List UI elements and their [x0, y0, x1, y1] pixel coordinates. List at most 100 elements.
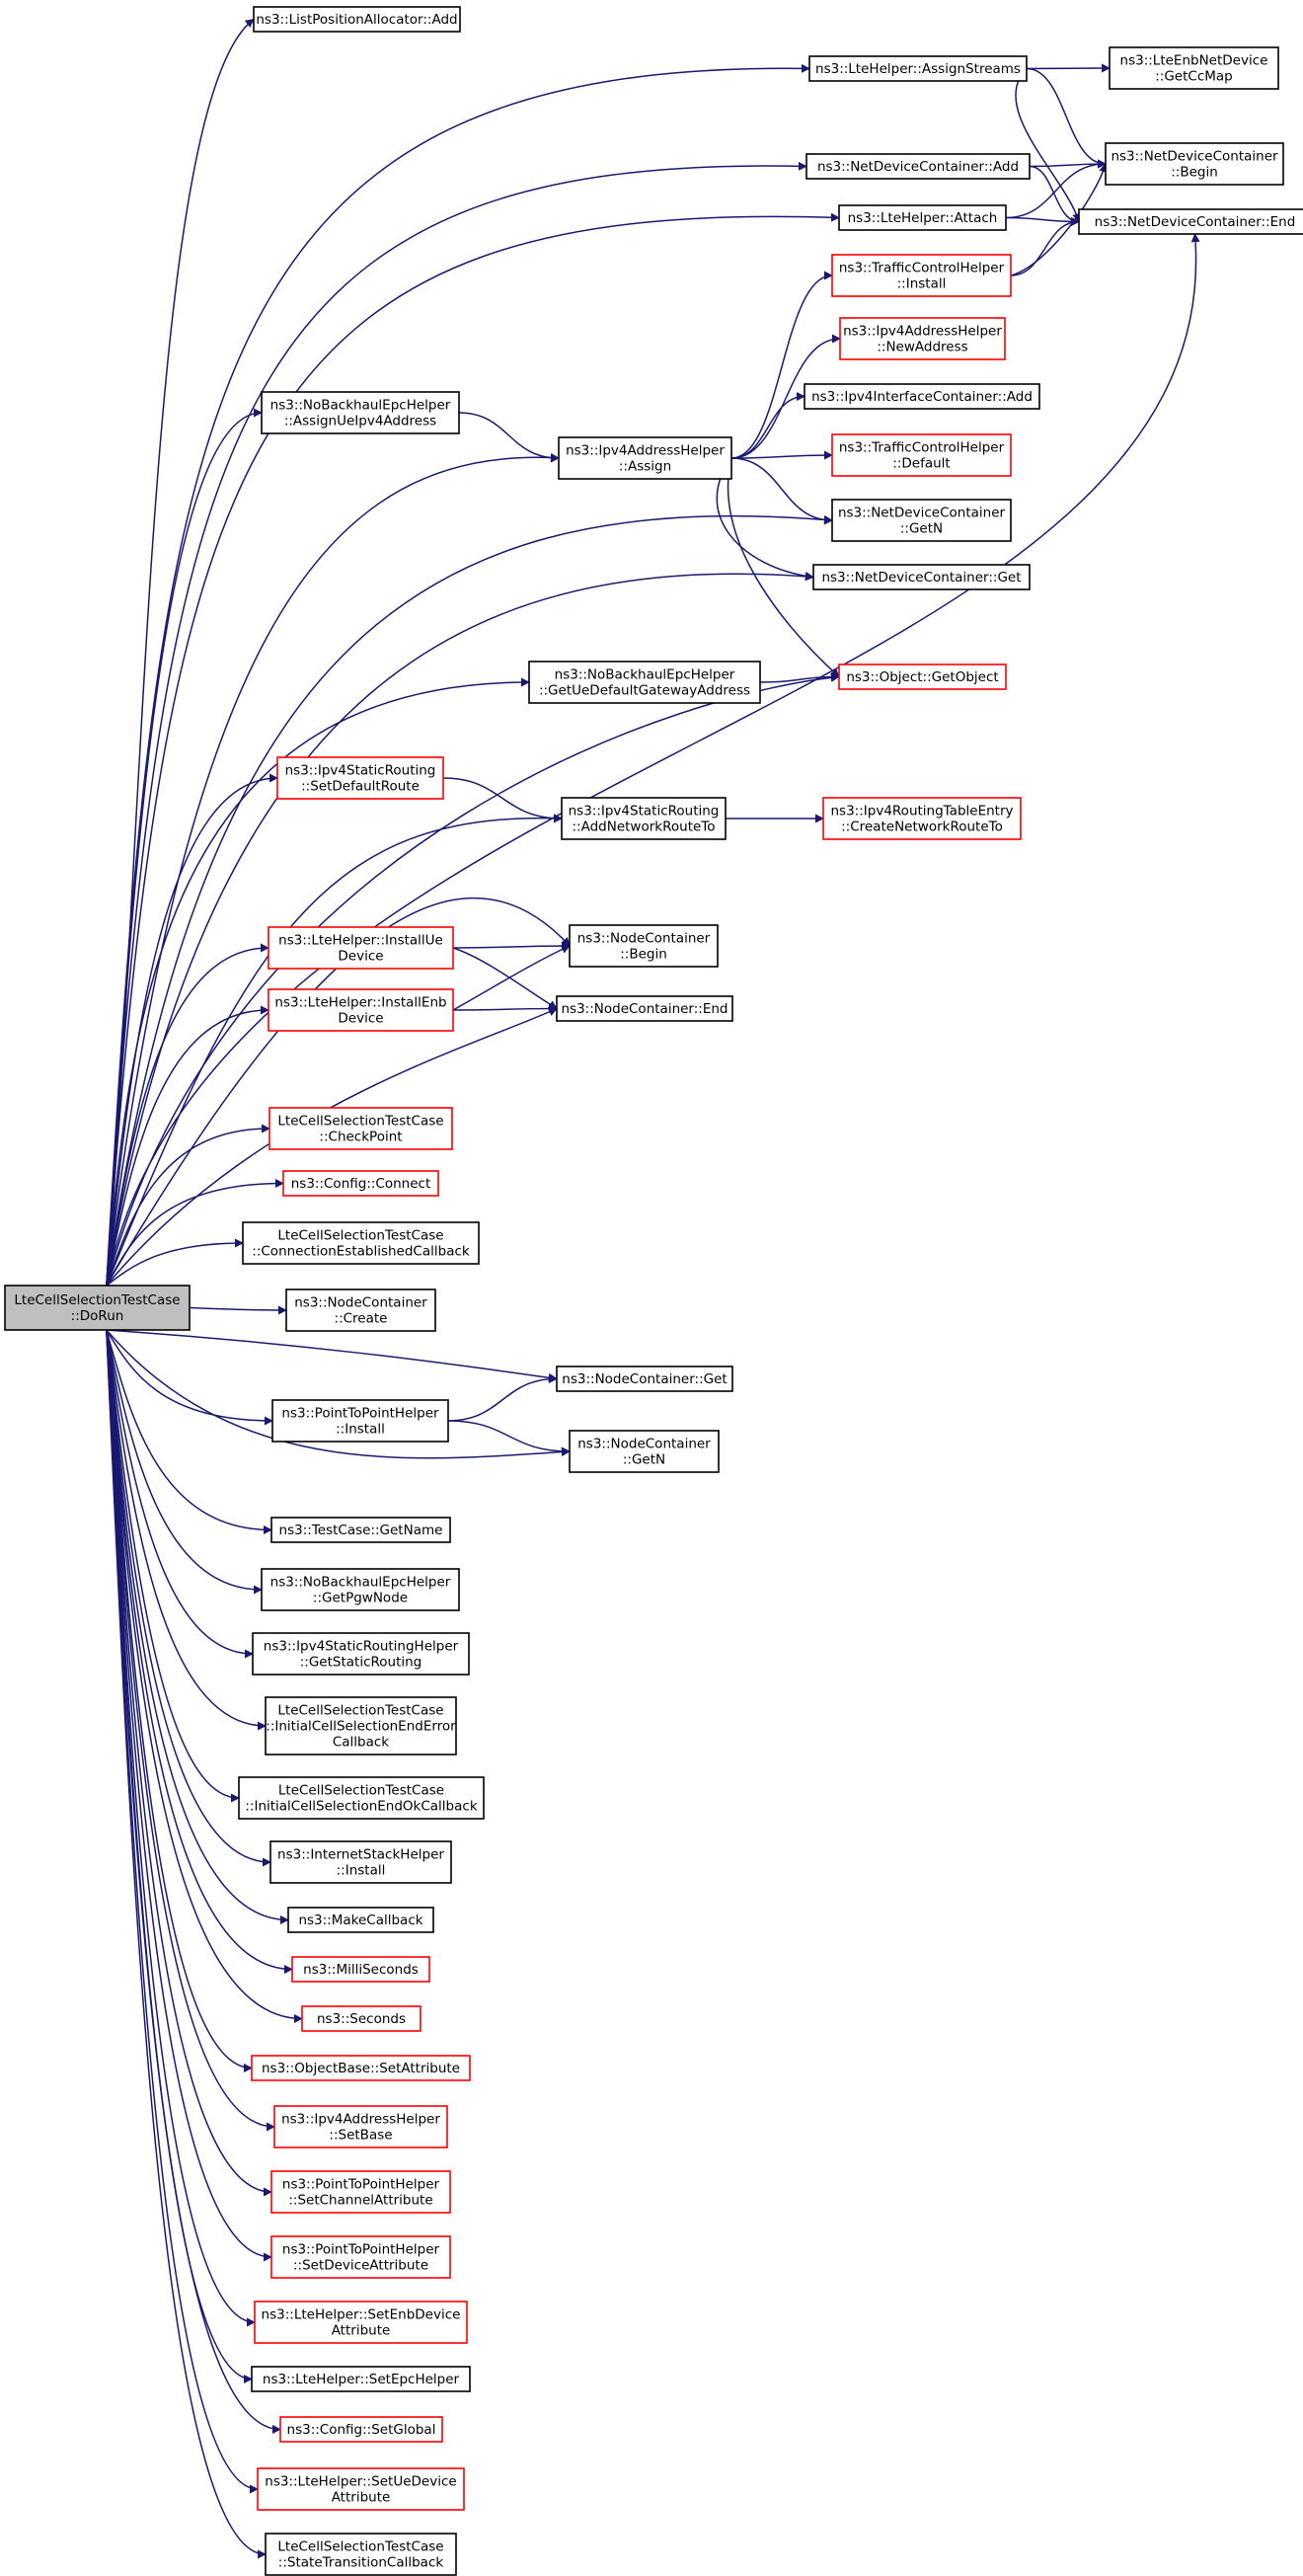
function-node-tch-install[interactable]: ns3::TrafficControlHelper::Install [831, 254, 1012, 297]
function-node-iic-add[interactable]: ns3::Ipv4InterfaceContainer::Add [804, 383, 1040, 410]
node-box [1105, 142, 1284, 186]
call-arrow [730, 271, 833, 459]
function-node-setbase[interactable]: ns3::Ipv4AddressHelper::SetBase [273, 2105, 448, 2148]
function-node-initerr[interactable]: LteCellSelectionTestCase::InitialCellSel… [265, 1696, 457, 1756]
function-node-getue-gw[interactable]: ns3::NoBackhaulEpcHelper::GetUeDefaultGa… [528, 661, 761, 704]
call-edge-p2p_install-to-nc_get [447, 1374, 558, 1422]
function-node-setdefroute[interactable]: ns3::Ipv4StaticRouting::SetDefaultRoute [276, 756, 444, 800]
node-label-line: ns3::LteHelper::AssignStreams [815, 61, 1021, 77]
function-node-getname[interactable]: ns3::TestCase::GetName [270, 1517, 451, 1543]
call-edge-root-to-ip_assign [106, 453, 560, 1287]
function-node-p2p-install[interactable]: ns3::PointToPointHelper::Install [271, 1399, 449, 1443]
function-node-makecallback[interactable]: ns3::MakeCallback [287, 1907, 434, 1933]
function-node-nc-begin[interactable]: ns3::NodeContainer::Begin [569, 924, 719, 968]
call-arrow [727, 457, 840, 678]
function-node-ndc-begin[interactable]: ns3::NetDeviceContainer::Begin [1105, 142, 1284, 186]
call-arrow [106, 1329, 273, 1426]
call-edge-root-to-nc_getn [106, 1329, 571, 1459]
function-node-ndc-getn[interactable]: ns3::NetDeviceContainer::GetN [831, 499, 1012, 542]
function-node-tch-default[interactable]: ns3::TrafficControlHelper::Default [831, 433, 1012, 477]
call-edge-root-to-assign_ue_ip [106, 408, 263, 1287]
node-box [270, 1517, 451, 1543]
function-node-nc-end[interactable]: ns3::NodeContainer::End [556, 995, 733, 1022]
node-label-line: ns3::LteEnbNetDevice [1120, 52, 1268, 68]
node-label-line: ns3::NetDeviceContainer::Get [821, 570, 1021, 585]
call-edge-installenb-to-nc_end [452, 1004, 558, 1014]
node-box [251, 2055, 471, 2081]
node-box [561, 797, 727, 840]
node-box [822, 797, 1022, 840]
node-label-line: ::Install [897, 275, 947, 291]
function-node-ip-assign[interactable]: ns3::Ipv4AddressHelper::Assign [558, 436, 732, 480]
function-node-nc-create[interactable]: ns3::NodeContainer::Create [285, 1288, 436, 1332]
node-label-line: LteCellSelectionTestCase [14, 1292, 180, 1308]
function-node-newaddress[interactable]: ns3::Ipv4AddressHelper::NewAddress [839, 317, 1006, 360]
function-node-lpa-add[interactable]: ns3::ListPositionAllocator::Add [253, 6, 461, 33]
call-edge-root-to-setdefroute [106, 773, 278, 1287]
node-label-line: ::Create [335, 1310, 388, 1326]
function-node-statetrans[interactable]: LteCellSelectionTestCase::StateTransitio… [265, 2533, 457, 2576]
node-box [265, 2533, 457, 2576]
function-node-createnetroute[interactable]: ns3::Ipv4RoutingTableEntry::CreateNetwor… [822, 797, 1022, 840]
function-node-setattr[interactable]: ns3::ObjectBase::SetAttribute [251, 2055, 471, 2081]
node-box [1109, 46, 1279, 90]
function-node-initok[interactable]: LteCellSelectionTestCase::InitialCellSel… [238, 1776, 485, 1820]
node-label-line: ns3::NetDeviceContainer [1111, 148, 1278, 164]
node-label-line: ::Begin [1171, 164, 1218, 180]
node-box [254, 2301, 468, 2344]
function-node-checkpoint[interactable]: LteCellSelectionTestCase::CheckPoint [268, 1107, 453, 1150]
function-node-setepc[interactable]: ns3::LteHelper::SetEpcHelper [251, 2366, 471, 2392]
call-arrow [447, 1374, 558, 1422]
function-node-getpgw[interactable]: ns3::NoBackhaulEpcHelper::GetPgwNode [261, 1568, 460, 1611]
function-node-nc-get[interactable]: ns3::NodeContainer::Get [556, 1366, 733, 1392]
node-label-line: Device [338, 1010, 383, 1026]
root-function-node[interactable]: LteCellSelectionTestCase::DoRun [4, 1285, 191, 1331]
function-node-assign-ue-ip[interactable]: ns3::NoBackhaulEpcHelper::AssignUeIpv4Ad… [261, 391, 460, 434]
function-node-cfg-connect[interactable]: ns3::Config::Connect [282, 1170, 439, 1197]
function-node-setchanattr[interactable]: ns3::PointToPointHelper::SetChannelAttri… [270, 2170, 451, 2214]
function-node-getstatic[interactable]: ns3::Ipv4StaticRoutingHelper::GetStaticR… [252, 1632, 470, 1676]
node-label-line: ::GetCcMap [1155, 68, 1233, 84]
node-box [252, 1632, 470, 1676]
function-node-nc-getn[interactable]: ns3::NodeContainer::GetN [569, 1430, 720, 1473]
node-box [271, 1399, 449, 1443]
function-node-setdevattr[interactable]: ns3::PointToPointHelper::SetDeviceAttrib… [270, 2235, 451, 2279]
function-node-ndc-add[interactable]: ns3::NetDeviceContainer::Add [805, 153, 1031, 180]
node-label-line: ns3::InternetStackHelper [277, 1846, 444, 1862]
function-node-attach[interactable]: ns3::LteHelper::Attach [838, 204, 1007, 231]
call-arrow [106, 943, 269, 1287]
call-arrow [106, 572, 814, 1287]
call-arrow [452, 947, 558, 1010]
call-edge-root-to-setdevattr [106, 1329, 272, 2262]
call-edge-root-to-installenb [106, 1005, 269, 1287]
call-arrow [106, 63, 810, 1287]
node-box [276, 756, 444, 800]
node-label-line: ::DoRun [71, 1308, 124, 1324]
function-node-ndc-get[interactable]: ns3::NetDeviceContainer::Get [812, 564, 1031, 590]
node-label-line: ns3::LteHelper::SetEpcHelper [263, 2372, 460, 2387]
node-label-line: ns3::MakeCallback [298, 1912, 422, 1928]
function-node-seconds[interactable]: ns3::Seconds [301, 2005, 422, 2032]
call-edge-root-to-assign_streams [106, 63, 810, 1287]
call-edge-root-to-initok [106, 1329, 240, 1803]
node-label-line: ns3::TrafficControlHelper [839, 260, 1005, 275]
call-arrow [1015, 67, 1082, 223]
function-node-ndc-end[interactable]: ns3::NetDeviceContainer::End [1078, 208, 1303, 235]
function-node-ish-install[interactable]: ns3::InternetStackHelper::Install [269, 1840, 452, 1884]
call-arrow [106, 1329, 267, 2559]
function-node-getobject[interactable]: ns3::Object::GetObject [838, 664, 1007, 690]
call-arrow [106, 1329, 272, 1534]
function-node-conn-est[interactable]: LteCellSelectionTestCase::ConnectionEsta… [242, 1221, 480, 1265]
call-arrow [730, 334, 841, 459]
function-node-getccmap[interactable]: ns3::LteEnbNetDevice::GetCcMap [1109, 46, 1279, 90]
function-node-addnetroute[interactable]: ns3::Ipv4StaticRouting::AddNetworkRouteT… [561, 797, 727, 840]
function-node-millis[interactable]: ns3::MilliSeconds [291, 1956, 430, 1983]
call-arrow [106, 1329, 571, 1459]
function-node-assign-streams[interactable]: ns3::LteHelper::AssignStreams [808, 55, 1028, 82]
function-node-setglobal[interactable]: ns3::Config::SetGlobal [279, 2416, 443, 2443]
call-edge-installue-to-nc_end [452, 947, 558, 1010]
